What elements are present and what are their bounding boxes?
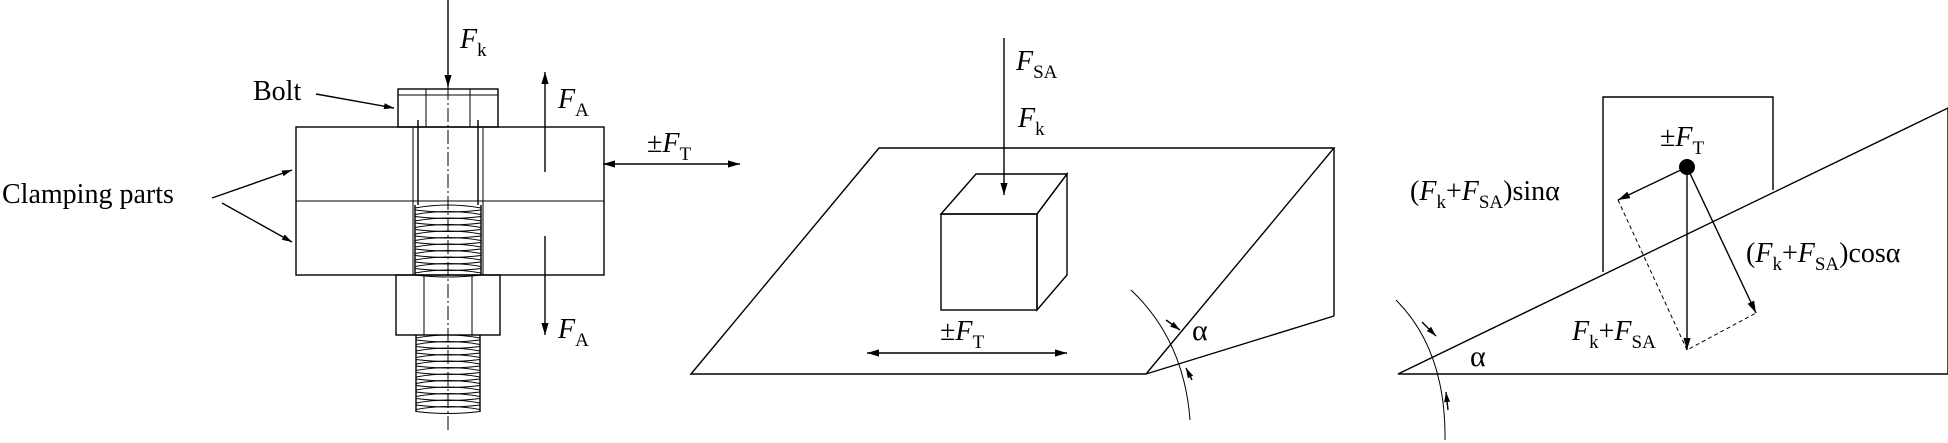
- alpha-label-incline: α: [1470, 340, 1486, 373]
- cos-component-arrow: [1686, 166, 1757, 314]
- fk-label-wedge: Fk: [1017, 103, 1045, 140]
- cos-component-label: (Fk+FSA)cosα: [1746, 238, 1901, 275]
- clamping-leader-upper: [211, 169, 293, 199]
- clamping-parts-label: Clamping parts: [2, 179, 174, 210]
- fsa-label: FSA: [1015, 46, 1058, 83]
- incline: [1397, 107, 1948, 375]
- sin-component-arrow: [1617, 166, 1688, 201]
- bolted-joint-panel: Fk FA FA ±FT Bolt Clamping parts: [2, 0, 740, 430]
- sin-component-label: (Fk+FSA)sinα: [1410, 176, 1560, 213]
- clamping-leader-lower: [221, 202, 293, 243]
- cube: [939, 171, 1069, 312]
- force-parallelogram: [1617, 199, 1757, 351]
- angle-arc-wedge: [1130, 289, 1191, 421]
- incline-block-panel: ±FT (Fk+FSA)sinα (Fk+FSA)cosα Fk+FSA α: [1395, 96, 1948, 441]
- block: [1602, 96, 1774, 272]
- wedge-surface: [689, 147, 1336, 375]
- wedge-block-panel: FSA Fk ±FT α: [689, 38, 1336, 421]
- ft-label-incline: ±FT: [1660, 122, 1704, 159]
- fa-label-bottom: FA: [557, 314, 589, 351]
- fa-label-top: FA: [557, 84, 589, 121]
- resultant-label: Fk+FSA: [1571, 316, 1656, 353]
- bolt-leader: [315, 93, 395, 110]
- fk-label: Fk: [459, 24, 487, 61]
- bolt-label: Bolt: [253, 76, 301, 107]
- alpha-label-wedge: α: [1192, 314, 1208, 347]
- ft-label-left: ±FT: [647, 128, 691, 165]
- angle-arc-incline: [1395, 299, 1446, 441]
- ft-label-wedge: ±FT: [940, 316, 984, 353]
- bolt-thread: [414, 204, 482, 278]
